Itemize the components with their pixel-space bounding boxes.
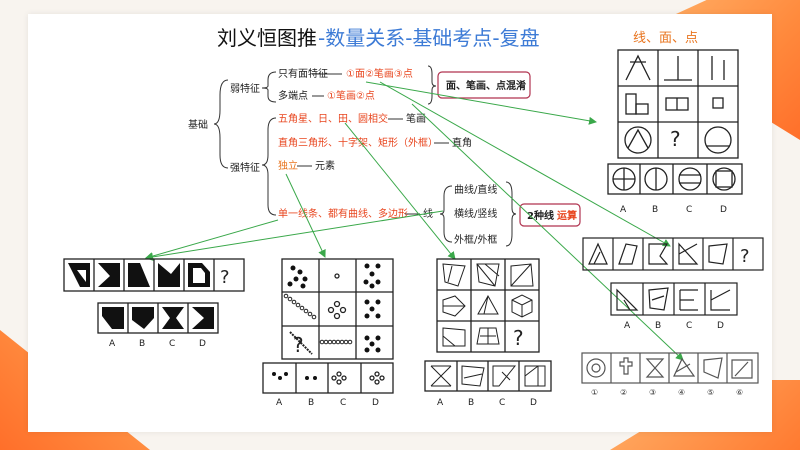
line-summary-b: 运算 — [557, 209, 577, 222]
option-a-right: A — [624, 321, 631, 331]
strong-1-label: 五角星、日、田、圆相交 — [278, 112, 388, 125]
line-type-2: 横线/竖线 — [454, 207, 497, 220]
only-face-label: 只有面特征 — [278, 67, 328, 80]
tree-root: 基础 — [188, 118, 208, 131]
option-c-dots: C — [340, 398, 346, 408]
side-title: 线、面、点 — [633, 31, 698, 46]
option-a-dots: A — [276, 398, 283, 408]
option-c-right: C — [686, 321, 692, 331]
strong-1-value: 笔画 — [406, 112, 426, 125]
option-c-polygons: C — [499, 398, 505, 408]
option-b-dots: B — [308, 398, 314, 408]
strong-3-label: 独立 — [278, 159, 298, 172]
tree-weak: 弱特征 — [230, 83, 260, 95]
line-type-1: 曲线/直线 — [454, 183, 497, 196]
question-mark-black: ? — [220, 267, 230, 288]
page-subtitle: -数量关系-基础考点-复盘 — [318, 26, 540, 50]
weak-summary-text: 面、笔画、点混淆 — [446, 79, 526, 92]
option-d-black: D — [199, 339, 206, 349]
multi-end-value: ①笔画②点 — [327, 89, 375, 102]
option-c: C — [686, 205, 692, 215]
option-b: B — [652, 205, 658, 215]
option-num-5: ⑤ — [707, 388, 714, 397]
line-type-3: 外框/外框 — [454, 233, 497, 246]
puzzle-polygons — [424, 258, 552, 392]
option-c-black: C — [169, 339, 175, 349]
puzzle-numbered-row — [581, 352, 759, 384]
options-right-row — [610, 282, 738, 316]
strong-4-label: 单一线条、都有曲线、多边形 — [278, 207, 408, 220]
puzzle-lmp-grid — [617, 49, 739, 159]
slide-card — [28, 14, 772, 432]
option-num-2: ② — [620, 388, 627, 397]
option-d-polygons: D — [530, 398, 537, 408]
option-num-1: ① — [591, 388, 598, 397]
options-lmp — [607, 163, 743, 195]
option-num-3: ③ — [649, 388, 656, 397]
question-mark-polygons: ? — [513, 326, 524, 350]
option-d: D — [720, 205, 727, 215]
page-title: 刘义恒图推 — [217, 26, 317, 50]
question-mark-right: ? — [740, 246, 750, 267]
puzzle-right-row — [582, 237, 764, 271]
option-b-polygons: B — [468, 398, 474, 408]
only-face-value: ①面②笔画③点 — [346, 67, 413, 80]
option-a-black: A — [109, 339, 116, 349]
weak-summary-box — [437, 71, 531, 99]
option-d-right: D — [717, 321, 724, 331]
option-num-6: ⑥ — [736, 388, 743, 397]
question-mark-dots: ? — [293, 333, 304, 357]
tree-brackets — [213, 65, 517, 247]
strong-2-value: 直角 — [452, 136, 472, 149]
option-num-4: ④ — [678, 388, 685, 397]
strong-3-value: 元素 — [315, 159, 335, 172]
question-mark: ? — [670, 127, 681, 151]
connector-arrows — [145, 81, 684, 361]
line-summary-a: 2种线 — [527, 209, 554, 222]
tree-strong: 强特征 — [230, 162, 260, 174]
puzzle-dots — [262, 258, 394, 394]
option-a-polygons: A — [437, 398, 444, 408]
strong-2-label: 直角三角形、十字架、矩形（外框） — [278, 136, 438, 149]
option-b-black: B — [139, 339, 145, 349]
option-a: A — [620, 205, 627, 215]
option-d-dots: D — [372, 398, 379, 408]
option-b-right: B — [655, 321, 661, 331]
puzzle-black-shapes — [63, 258, 245, 334]
multi-end-label: 多端点 — [278, 89, 308, 102]
